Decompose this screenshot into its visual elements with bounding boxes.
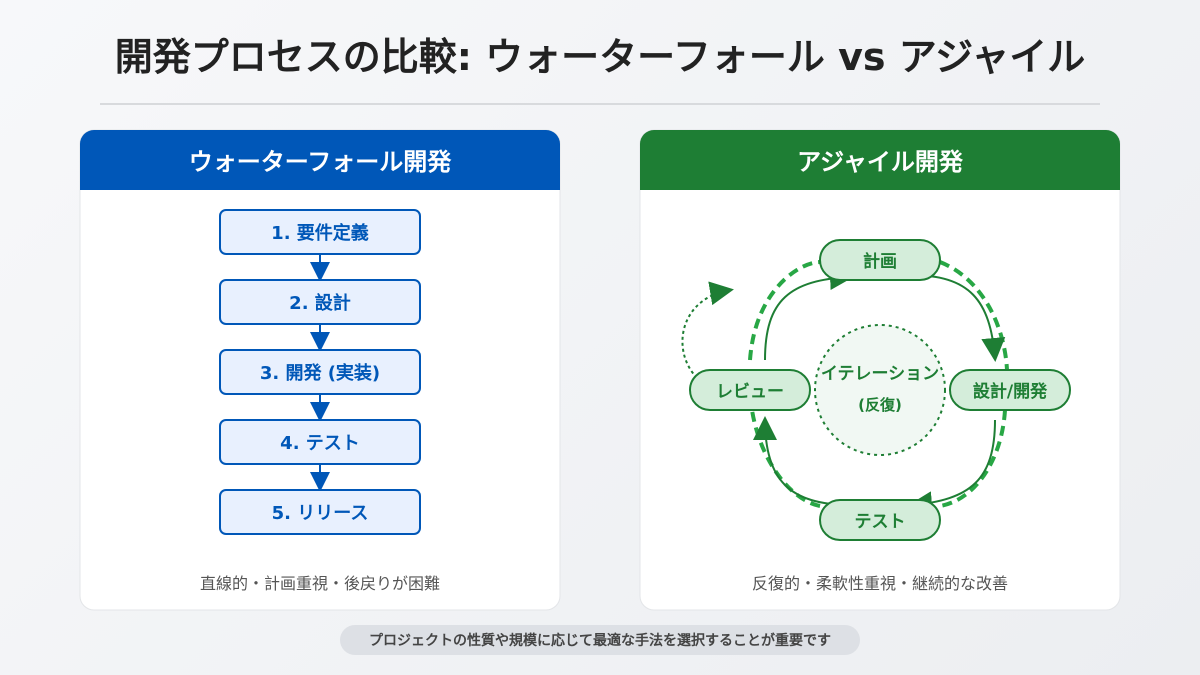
node-test-label: テスト xyxy=(855,512,906,532)
waterfall-header xyxy=(80,130,560,190)
waterfall-step: 1. 要件定義 xyxy=(219,209,421,255)
waterfall-step: 4. テスト xyxy=(219,419,421,465)
waterfall-step: 3. 開発 (実装) xyxy=(219,349,421,395)
node-design: 設計/開発 xyxy=(949,369,1071,411)
iteration-circle xyxy=(814,324,946,456)
arrow-next-iteration xyxy=(681,281,734,389)
iteration-sublabel: (反復) xyxy=(858,396,902,414)
iteration-label: イテレーション xyxy=(821,364,939,384)
waterfall-step-label: 4. テスト xyxy=(280,433,360,454)
waterfall-step-label: 2. 設計 xyxy=(289,292,351,314)
waterfall-step-label: 5. リリース xyxy=(272,503,369,524)
node-review-label: レビュー xyxy=(716,382,784,402)
waterfall-step-box xyxy=(219,489,421,535)
waterfall-step: 2. 設計 xyxy=(219,279,421,325)
waterfall-card: ウォーターフォール開発 1. 要件定義 2. 設計 3. 開発 (実装) 4. テスト… xyxy=(79,129,561,611)
node-plan-label: 計画 xyxy=(863,251,897,272)
agile-header xyxy=(640,130,1120,190)
node-test: テスト xyxy=(819,499,941,541)
waterfall-step-label: 3. 開発 (実装) xyxy=(260,362,380,384)
waterfall-step: 5. リリース xyxy=(219,489,421,535)
cycle-dashed-path xyxy=(748,260,1009,508)
waterfall-header-title: ウォーターフォール開発 xyxy=(189,148,453,176)
agile-header-title: アジャイル開発 xyxy=(797,148,964,176)
footer-note: プロジェクトの性質や規模に応じて最適な手法を選択することが重要です xyxy=(369,632,831,649)
node-design-label: 設計/開発 xyxy=(973,381,1048,402)
footer-pill xyxy=(340,625,860,655)
node-review: レビュー xyxy=(689,369,811,411)
waterfall-caption: 直線的・計画重視・後戻りが困難 xyxy=(200,574,440,593)
agile-card: アジャイル開発 イテレーション (反復) 計画 設計/開発 テスト レビュー 反… xyxy=(639,129,1121,611)
page-title: 開発プロセスの比較: ウォーターフォール vs アジャイル xyxy=(115,35,1086,79)
agile-caption: 反復的・柔軟性重視・継続的な改善 xyxy=(752,574,1008,593)
node-plan: 計画 xyxy=(819,239,941,281)
waterfall-step-label: 1. 要件定義 xyxy=(271,222,369,244)
